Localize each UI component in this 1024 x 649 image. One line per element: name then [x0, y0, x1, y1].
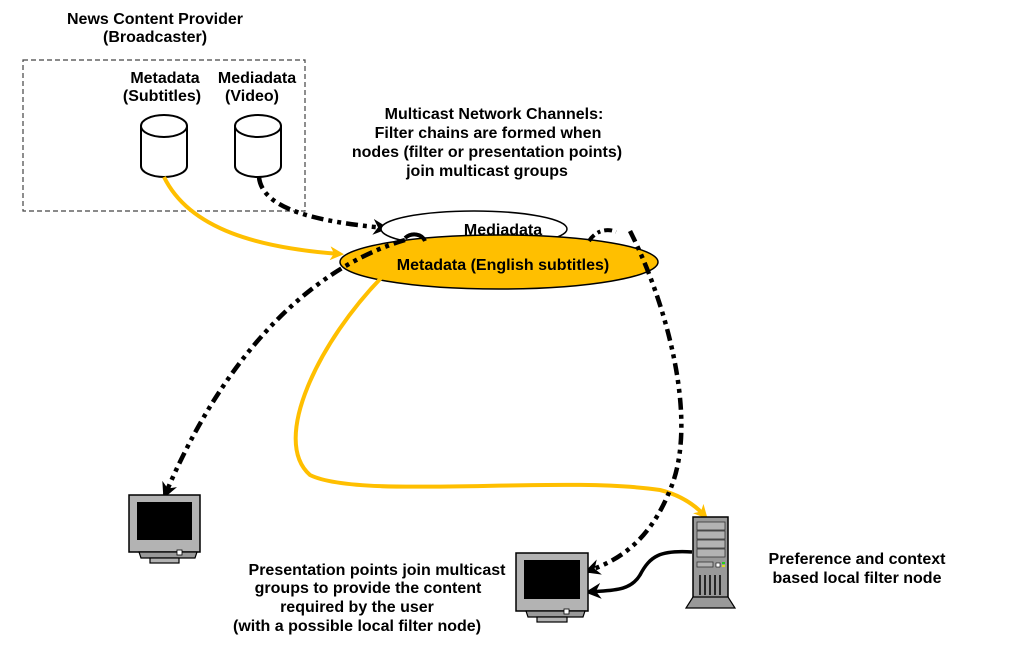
- network-caption-line3: nodes (filter or presentation points): [352, 144, 622, 161]
- filter-caption-line1: Preference and context: [769, 551, 947, 568]
- presentation-caption-line4: (with a possible local filter node): [233, 618, 481, 635]
- presentation-caption-line3: required by the user: [280, 599, 434, 616]
- metadata-channel[interactable]: [339, 234, 659, 290]
- metadata-feed-arrow: [162, 176, 344, 261]
- mediadata-channel-label: Mediadata: [464, 222, 542, 239]
- database-icon: [234, 114, 282, 178]
- metadata-store-label-line2: (Subtitles): [123, 88, 201, 105]
- provider-title-line1: News Content Provider: [67, 11, 243, 28]
- metadata-channel-label: Metadata (English subtitles): [397, 257, 609, 274]
- mediadata-feed-arrow: [256, 176, 389, 235]
- server-icon: [684, 516, 737, 609]
- provider-boundary: [22, 59, 306, 212]
- monitor-icon: [515, 552, 589, 623]
- mediadata-store-label-line2: (Video): [225, 88, 279, 105]
- monitor-icon: [128, 494, 201, 564]
- presentation-caption-line2: groups to provide the content: [255, 580, 482, 597]
- mediadata-store-label-line1: Mediadata: [218, 70, 296, 87]
- filter-to-monitor2-arrow: [585, 549, 693, 599]
- filter-caption-line2: based local filter node: [773, 570, 942, 587]
- provider-title-line2: (Broadcaster): [103, 29, 207, 46]
- network-caption-line1: Multicast Network Channels:: [385, 106, 604, 123]
- metadata-to-filter-arrow: [293, 274, 708, 519]
- network-caption-line4: join multicast groups: [405, 163, 568, 180]
- left-join-hook: [403, 232, 427, 243]
- metadata-store-label-line1: Metadata: [130, 70, 199, 87]
- mediadata-to-monitor1-arrow: [162, 237, 406, 499]
- database-icon: [140, 114, 188, 178]
- network-caption-line2: Filter chains are formed when: [375, 125, 602, 142]
- presentation-caption-line1: Presentation points join multicast: [249, 562, 507, 579]
- mediadata-to-monitor2-arrow: [584, 229, 684, 575]
- right-join-hook: [587, 228, 617, 243]
